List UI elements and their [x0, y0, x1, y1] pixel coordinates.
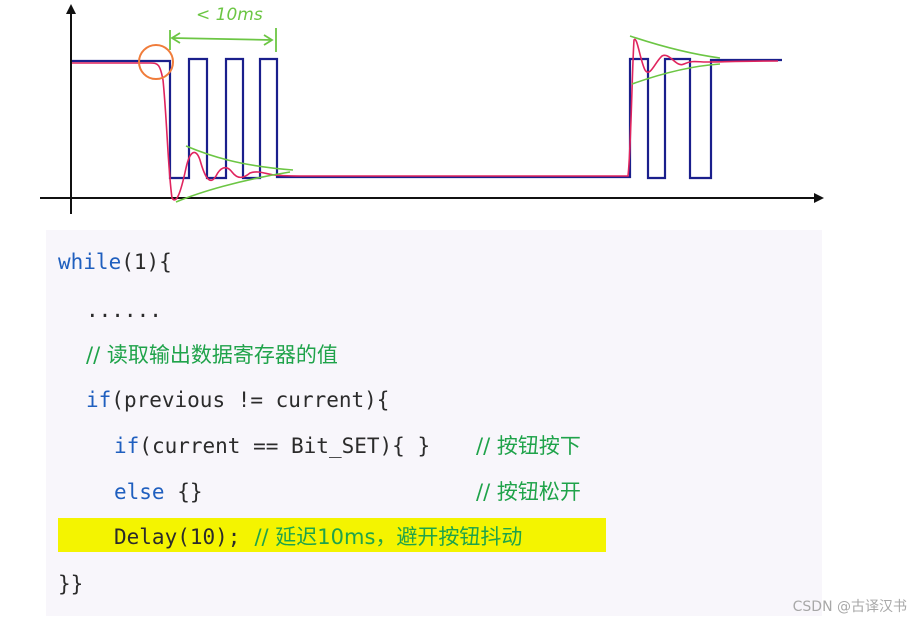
code-block: while(1){ ...... // 读取输出数据寄存器的值 if(previ… [46, 230, 822, 616]
delay-comment: // 延迟10ms，避开按钮抖动 [254, 525, 523, 549]
rise-envelope-lower [631, 63, 721, 85]
while-condition: (1){ [121, 250, 172, 274]
keyword-else: else [114, 480, 165, 504]
keyword-while: while [58, 250, 122, 274]
keyword-if: if [86, 388, 112, 412]
code-line-read-comment: // 读取输出数据寄存器的值 [86, 343, 338, 367]
duration-label: < 10ms [196, 5, 263, 25]
digital-signal-waveform [72, 57, 782, 180]
if-current-condition: (current == Bit_SET){ } [139, 434, 431, 458]
code-line-while: while(1){ [58, 245, 172, 279]
code-line-else: else {} [114, 475, 203, 509]
analog-signal-curve [72, 38, 779, 201]
else-body: {} [164, 480, 203, 504]
delay-line-highlight [58, 518, 606, 552]
duration-arrow-left [170, 32, 181, 44]
released-comment: // 按钮松开 [476, 480, 581, 504]
delay-call: Delay(10); [114, 525, 241, 549]
button-bounce-diagram: < 10ms [40, 4, 824, 214]
duration-bracket-line [171, 37, 273, 41]
press-start-marker [138, 44, 174, 80]
decay-envelope-lower [175, 171, 291, 203]
duration-arrow-right [263, 34, 274, 46]
rise-envelope-upper [629, 35, 721, 59]
keyword-if-inner: if [114, 434, 140, 458]
code-line-if-previous: if(previous != current){ [86, 383, 389, 417]
code-line-delay: Delay(10); // 延迟10ms，避开按钮抖动 [114, 520, 522, 554]
y-axis-arrow [66, 4, 76, 14]
code-line-closing-braces: }} [58, 572, 84, 596]
if-previous-condition: (previous != current){ [111, 388, 390, 412]
watermark: CSDN @古译汉书 [792, 599, 907, 615]
code-line-if-current: if(current == Bit_SET){ } [114, 429, 430, 463]
decay-envelope-upper [185, 145, 294, 171]
x-axis-arrow [814, 193, 824, 203]
code-line-ellipsis: ...... [86, 298, 162, 322]
pressed-comment: // 按钮按下 [476, 434, 581, 458]
